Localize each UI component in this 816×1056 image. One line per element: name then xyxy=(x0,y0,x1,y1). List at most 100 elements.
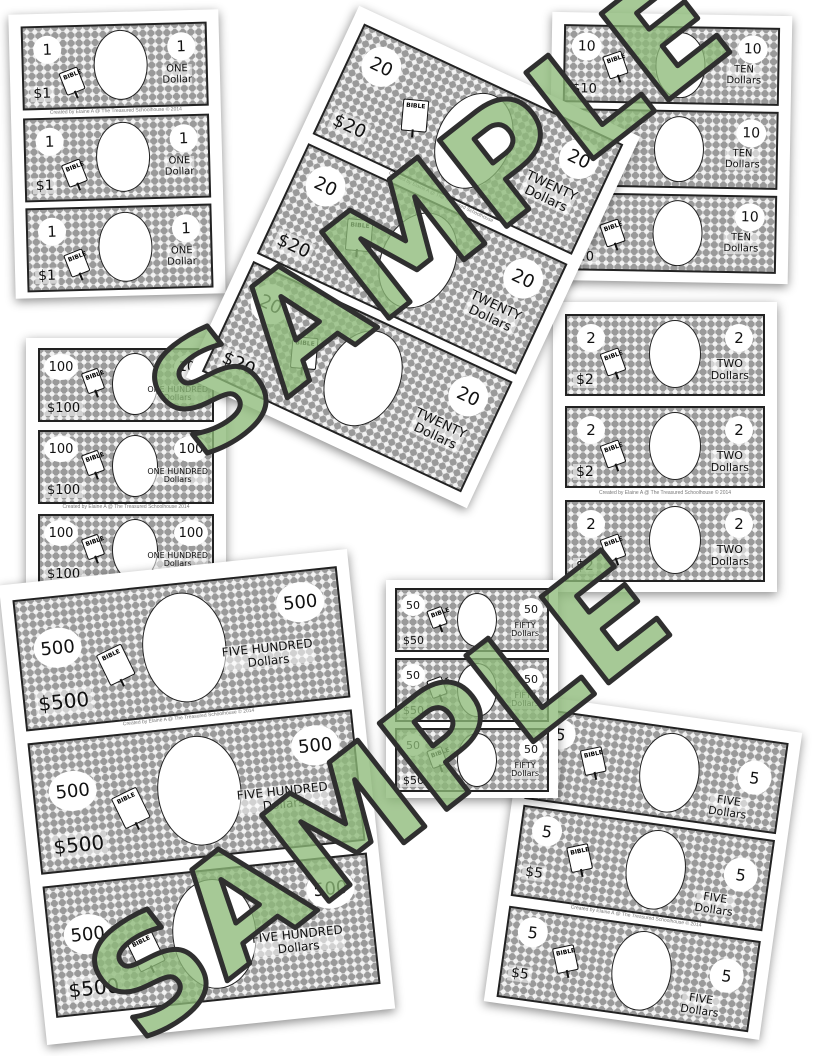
boy-portrait-icon xyxy=(419,79,529,202)
bible-icon: BIBLE xyxy=(599,218,626,248)
bible-icon: BIBLE xyxy=(426,745,451,770)
bill-number-left: 2 xyxy=(577,416,605,444)
bill-number-left: 2 xyxy=(577,510,605,538)
boy-portrait-icon xyxy=(653,115,705,183)
boy-portrait-icon xyxy=(308,317,418,440)
bill-number-left: 5 xyxy=(530,814,564,849)
bill-currency: $500 xyxy=(64,972,124,1003)
bill-currency: $2 xyxy=(573,558,597,574)
bill-currency: $5 xyxy=(506,964,533,984)
tree-portrait-icon xyxy=(92,29,149,101)
bill-number-right: 20 xyxy=(441,369,495,423)
bill-number-left: 1 xyxy=(32,35,62,65)
bill-number-left: 2 xyxy=(577,324,605,352)
bill-currency: $2 xyxy=(573,372,597,388)
boy-portrait-icon xyxy=(363,199,473,322)
tree-portrait-icon xyxy=(95,121,151,193)
bill-number-right: 5 xyxy=(735,758,774,797)
bill-currency: $20 xyxy=(215,345,262,382)
bill-number-left: 20 xyxy=(354,40,408,94)
bill-currency: $2 xyxy=(573,464,597,480)
bible-icon: BIBLE xyxy=(426,675,451,700)
child-portrait-icon xyxy=(606,927,677,1015)
bible-icon: BIBLE xyxy=(125,929,166,973)
bill-number-left: 20 xyxy=(299,159,353,214)
bill-currency: $50 xyxy=(400,704,427,717)
bible-icon: BIBLE xyxy=(63,248,91,278)
bill-number-left: 50 xyxy=(401,734,425,756)
bill-number-right: 2 xyxy=(725,324,753,352)
bible-icon: BIBLE xyxy=(60,158,89,188)
child-portrait-icon xyxy=(634,728,705,817)
wall-portrait-icon xyxy=(112,435,158,497)
bill-number-right: 2 xyxy=(725,416,753,444)
credit-text: Created by Elaine A @ The Treasured Scho… xyxy=(598,490,732,496)
bible-icon: BIBLE xyxy=(110,786,151,830)
bible-icon: BIBLE xyxy=(344,218,374,253)
bill-number-right: 50 xyxy=(519,668,543,690)
bill-currency: $500 xyxy=(34,686,94,717)
bill-number-right: 100 xyxy=(174,520,208,546)
bill-currency: $100 xyxy=(44,483,84,498)
bill-number-left: 500 xyxy=(31,625,84,671)
bill-currency: $1 xyxy=(34,267,60,285)
cross-portrait-icon xyxy=(151,731,247,850)
bible-icon: BIBLE xyxy=(289,335,319,371)
bill-number-right: 50 xyxy=(519,738,543,760)
bill-number-left: 100 xyxy=(44,436,78,462)
bible-icon: BIBLE xyxy=(80,449,106,477)
bill-number-right: 10 xyxy=(737,35,768,64)
bill-number-right: 20 xyxy=(496,252,550,306)
woman-portrait-icon xyxy=(649,506,701,574)
bible-icon: BIBLE xyxy=(566,843,594,874)
bill-number-left: 20 xyxy=(244,277,298,331)
boy-portrait-icon xyxy=(654,31,707,99)
bill-number-right: 1 xyxy=(166,31,196,61)
bill-number-left: 100 xyxy=(44,354,78,380)
woman-portrait-icon xyxy=(649,320,701,388)
bill-currency: $50 xyxy=(400,774,427,787)
bill-number-right: 5 xyxy=(721,855,761,894)
bill-number-left: 100 xyxy=(44,520,78,546)
bill-number-right: 500 xyxy=(274,579,327,625)
bible-icon: BIBLE xyxy=(80,367,106,395)
boy-portrait-icon xyxy=(651,199,704,267)
bill-currency: $1 xyxy=(32,177,57,195)
bible-icon: BIBLE xyxy=(95,643,136,687)
woman-portrait-icon xyxy=(649,412,701,480)
bill-number-right: 10 xyxy=(736,119,767,148)
bible-icon: BIBLE xyxy=(400,98,430,133)
bill-number-left: 1 xyxy=(37,217,67,247)
